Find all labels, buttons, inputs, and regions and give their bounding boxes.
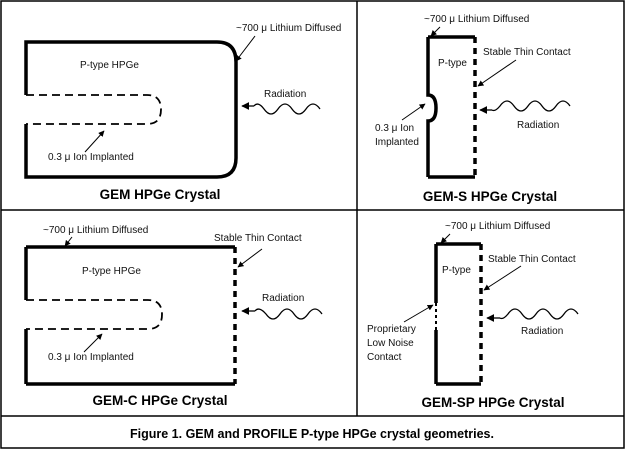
arrow-contact	[237, 248, 263, 268]
label-low-noise-1: Proprietary	[367, 324, 416, 335]
arrow-implanted	[401, 103, 426, 121]
panel-gem-s: ~700 μ Lithium Diffused P-type Stable Th…	[375, 14, 571, 204]
radiation-wave	[253, 103, 321, 115]
label-implanted-1: 0.3 μ Ion	[375, 123, 414, 134]
panel-title: GEM-C HPGe Crystal	[92, 393, 227, 408]
label-diffused: ~700 μ Lithium Diffused	[445, 221, 550, 232]
label-implanted-2: Implanted	[375, 137, 419, 148]
radiation-wave	[499, 308, 579, 320]
arrow-low-noise	[403, 304, 434, 323]
label-type: P-type	[438, 58, 467, 69]
arrow-implanted	[84, 130, 105, 153]
panel-gem-c: ~700 μ Lithium Diffused Stable Thin Cont…	[24, 225, 323, 408]
label-type: P-type HPGe	[80, 60, 139, 71]
label-radiation: Radiation	[264, 89, 306, 100]
radiation-wave	[254, 308, 323, 320]
arrow-contact	[483, 265, 522, 291]
radiation-wave	[491, 100, 571, 112]
crystal-left-lithium	[426, 37, 438, 177]
panel-title: GEM HPGe Crystal	[100, 187, 221, 202]
arrow-implanted	[83, 333, 103, 353]
arrow-diffused	[235, 35, 256, 62]
arrow-contact	[477, 59, 517, 87]
label-diffused: ~700 μ Lithium Diffused	[236, 23, 341, 34]
panel-title: GEM-S HPGe Crystal	[423, 189, 557, 204]
label-radiation: Radiation	[262, 293, 304, 304]
label-type: P-type	[442, 265, 471, 276]
panel-title: GEM-SP HPGe Crystal	[421, 395, 564, 410]
label-radiation: Radiation	[521, 326, 563, 337]
panel-gem-sp: ~700 μ Lithium Diffused P-type Stable Th…	[367, 221, 579, 410]
arrow-diffused	[430, 26, 441, 37]
label-contact: Stable Thin Contact	[483, 47, 571, 58]
panel-gem: ~700 μ Lithium Diffused P-type HPGe Radi…	[24, 23, 341, 202]
label-radiation: Radiation	[517, 120, 559, 131]
label-implanted: 0.3 μ Ion Implanted	[48, 352, 134, 363]
label-diffused: ~700 μ Lithium Diffused	[43, 225, 148, 236]
bore-hole-implanted	[26, 94, 162, 125]
label-type: P-type HPGe	[82, 266, 141, 277]
label-contact: Stable Thin Contact	[214, 233, 302, 244]
crystal-outline-lithium	[24, 40, 238, 179]
label-low-noise-2: Low Noise	[367, 338, 414, 349]
figure-caption: Figure 1. GEM and PROFILE P-type HPGe cr…	[130, 427, 494, 441]
bore-hole-implanted	[26, 299, 163, 330]
label-contact: Stable Thin Contact	[488, 254, 576, 265]
arrow-diffused	[440, 233, 451, 244]
label-low-noise-3: Contact	[367, 352, 402, 363]
arrow-diffused	[64, 236, 73, 247]
label-diffused: ~700 μ Lithium Diffused	[424, 14, 529, 25]
label-implanted: 0.3 μ Ion Implanted	[48, 152, 134, 163]
